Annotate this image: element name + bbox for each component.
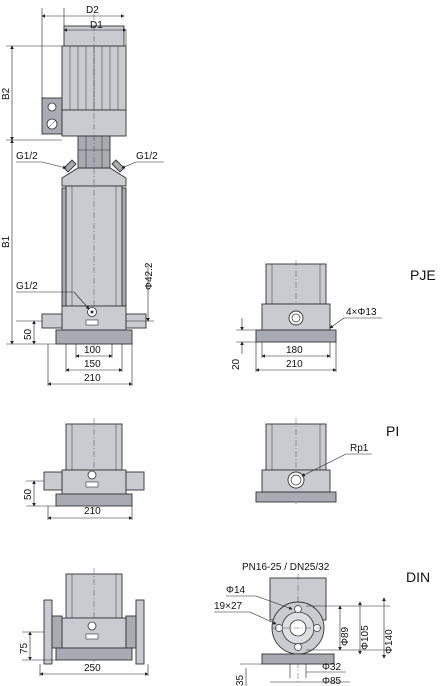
label-g12-drain: G1/2 [16,281,38,292]
motor-flange [61,109,127,137]
bolt-hole-icon [294,605,302,613]
pi-side-base-plate [255,491,337,503]
main-side-view: D2 D1 B2 B1 G1/2 G1/2 G1/2 Φ42.2 50 [1,5,164,386]
label-pn-dn: PN16-25 / DN25/32 [242,562,330,573]
dim-75: 75 [19,642,30,654]
din-outlet-flange [135,599,145,665]
vent-plug-left [63,159,77,173]
dim-b1: B1 [1,235,12,248]
variant-label-pje: PJE [410,267,436,283]
pi-drain-plug-icon [87,470,97,480]
dim-210-pje: 210 [286,359,303,370]
din-drain-plug-icon [87,621,97,631]
dim-phi42: Φ42.2 [144,262,155,290]
din-base-plate [55,647,133,661]
din-side-base-plate [261,653,335,665]
pi-inlet-port [43,471,63,491]
label-holes: 4×Φ13 [346,307,377,318]
dim-phi89: Φ89 [340,626,351,646]
pi-side-view: PI Rp1 [255,418,399,505]
din-inlet-flange [43,599,53,665]
variant-label-pi: PI [386,423,399,439]
din-side-view: PN16-25 / DN25/32 DIN Φ14 19×27 Φ89 Φ105… [214,562,430,686]
din-front-view: 75 250 [19,568,149,676]
dim-180: 180 [286,345,303,356]
dim-phi32: Φ32 [322,662,342,673]
dim-50-pi: 50 [23,488,34,500]
base-plate [55,329,133,345]
dim-phi105: Φ105 [360,625,371,650]
dim-b2: B2 [1,87,12,100]
label-rp1: Rp1 [350,443,369,454]
dim-phi85: Φ85 [322,676,342,686]
dim-20: 20 [231,358,242,370]
dim-100: 100 [84,345,101,356]
label-slot: 19×27 [214,601,243,612]
pi-front-view: 50 210 [23,418,145,520]
dim-35: 35 [235,674,246,686]
dim-phi140: Φ140 [384,629,395,654]
pje-base-plate [255,329,337,343]
dim-50-main: 50 [23,328,34,340]
pi-base-plate [55,493,133,507]
label-phi14: Φ14 [226,585,246,596]
dim-210-pi: 210 [84,506,101,517]
dim-d1: D1 [90,20,103,31]
label-g12-vent-left: G1/2 [16,151,38,162]
pje-port-icon [288,310,304,326]
variant-label-din: DIN [406,569,430,585]
dim-210-main: 210 [84,373,101,384]
pi-rp1-port-icon [287,471,305,489]
label-g12-vent-right: G1/2 [136,151,158,162]
inlet-port [41,313,63,329]
pje-view: PJE 4×Φ13 20 180 210 [231,260,436,372]
vent-plug-right [111,159,125,173]
pi-outlet-port [125,471,145,491]
bolt-hole-icon [294,643,302,651]
dim-250: 250 [84,663,101,674]
cable-gland-icon [47,102,57,112]
dim-150: 150 [84,359,101,370]
dim-d2: D2 [86,5,99,16]
